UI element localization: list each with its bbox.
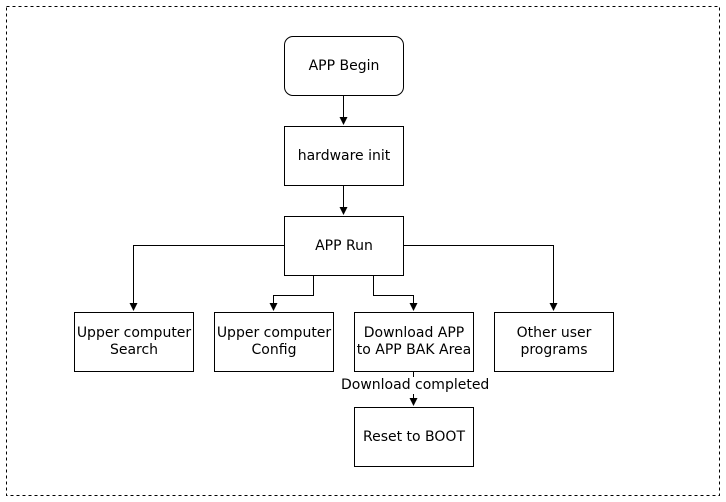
node-upper-computer-search: Upper computer Search: [74, 312, 194, 372]
edge-run-to-other: [404, 245, 558, 311]
node-hardware-init: hardware init: [284, 126, 404, 186]
node-reset-to-boot: Reset to BOOT: [354, 407, 474, 467]
node-other-user-programs: Other user programs: [494, 312, 614, 372]
edge-run-to-config: [269, 276, 314, 311]
edge-run-to-search: [129, 245, 284, 311]
dashed-frame: [6, 6, 720, 496]
node-upper-computer-config: Upper computer Config: [214, 312, 334, 372]
edge-label-download-completed: Download completed: [341, 377, 490, 394]
edge-run-to-download: [373, 276, 418, 311]
node-download-app: Download APP to APP BAK Area: [354, 312, 474, 372]
node-app-run: APP Run: [284, 216, 404, 276]
node-app-begin: APP Begin: [284, 36, 404, 96]
